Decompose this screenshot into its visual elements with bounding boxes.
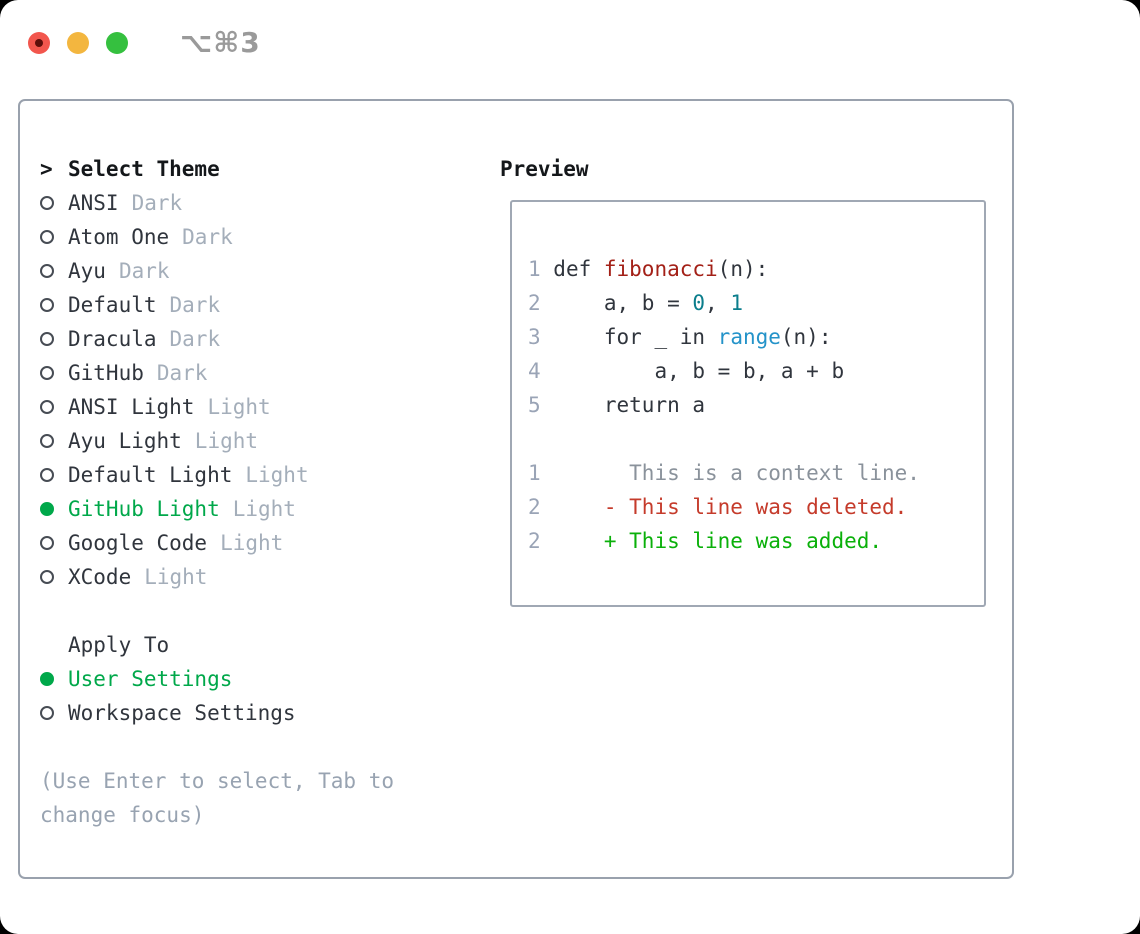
- radio-icon: [40, 434, 54, 448]
- theme-option-ansi-light[interactable]: ANSI Light Light: [40, 390, 500, 424]
- close-dot-icon: [35, 38, 43, 47]
- line-number: 3: [528, 325, 554, 349]
- radio-icon: [40, 264, 54, 278]
- theme-selector-panel: > Select Theme ANSI Dark Atom One Dark A…: [18, 99, 1014, 879]
- theme-option-dracula[interactable]: Dracula Dark: [40, 322, 500, 356]
- titlebar: ⌥⌘3: [28, 26, 261, 59]
- preview-label: Preview: [500, 157, 589, 181]
- theme-option-ayu[interactable]: Ayu Dark: [40, 254, 500, 288]
- preview-label-row: Preview: [500, 152, 1012, 186]
- zoom-button[interactable]: [106, 31, 128, 54]
- radio-icon: [40, 706, 54, 720]
- theme-option-xcode[interactable]: XCode Light: [40, 560, 500, 594]
- theme-option-atom-one[interactable]: Atom One Dark: [40, 220, 500, 254]
- line-number: 2: [528, 495, 554, 519]
- line-number: 4: [528, 359, 554, 383]
- preview-code-line: 3 for _ in range(n):: [528, 325, 832, 349]
- prompt-chevron-icon: >: [40, 157, 53, 181]
- radio-icon: [40, 536, 54, 550]
- radio-icon: [40, 298, 54, 312]
- radio-icon: [40, 230, 54, 244]
- apply-to-list: User Settings Workspace Settings: [40, 662, 500, 730]
- radio-icon: [40, 502, 54, 516]
- radio-icon: [40, 400, 54, 414]
- theme-option-github-light[interactable]: GitHub Light Light: [40, 492, 500, 526]
- theme-list-title-row: > Select Theme: [40, 152, 500, 186]
- preview-column: Preview 1 def fibonacci(n): 2 a, b = 0, 1…: [500, 152, 1012, 877]
- line-number: 2: [528, 291, 554, 315]
- preview-code-line: 1 This is a context line.: [528, 461, 920, 485]
- theme-option-default[interactable]: Default Dark: [40, 288, 500, 322]
- preview-code-line: 2 + This line was added.: [528, 529, 883, 553]
- apply-to-title: Apply To: [68, 633, 170, 657]
- theme-option-google-code[interactable]: Google Code Light: [40, 526, 500, 560]
- line-number: 2: [528, 529, 554, 553]
- code-preview-box: 1 def fibonacci(n): 2 a, b = 0, 1 3 for _ …: [510, 200, 986, 607]
- apply-option-user-settings[interactable]: User Settings: [40, 662, 500, 696]
- apply-option-workspace-settings[interactable]: Workspace Settings: [40, 696, 500, 730]
- theme-list: ANSI Dark Atom One Dark Ayu Dark Default…: [40, 186, 500, 594]
- radio-icon: [40, 468, 54, 482]
- radio-icon: [40, 366, 54, 380]
- radio-icon: [40, 570, 54, 584]
- theme-option-ayu-light[interactable]: Ayu Light Light: [40, 424, 500, 458]
- preview-code-line: 1 def fibonacci(n):: [528, 257, 769, 281]
- line-number: 5: [528, 393, 554, 417]
- radio-icon: [40, 672, 54, 686]
- theme-list-title: Select Theme: [68, 157, 220, 181]
- spacer: [40, 594, 500, 628]
- apply-to-title-row: Apply To: [40, 628, 500, 662]
- minimize-button[interactable]: [67, 31, 89, 54]
- line-number: 1: [528, 257, 554, 281]
- preview-code-line: [528, 422, 984, 456]
- theme-option-github[interactable]: GitHub Dark: [40, 356, 500, 390]
- line-number: 1: [528, 461, 554, 485]
- preview-code-line: 4 a, b = b, a + b: [528, 359, 845, 383]
- keyboard-hint-text: (Use Enter to select, Tab to change focu…: [40, 769, 395, 827]
- preview-code-line: 2 - This line was deleted.: [528, 495, 908, 519]
- close-button[interactable]: [28, 31, 50, 54]
- theme-list-column: > Select Theme ANSI Dark Atom One Dark A…: [40, 152, 500, 877]
- preview-code-line: 5 return a: [528, 393, 706, 417]
- radio-icon: [40, 332, 54, 346]
- preview-code-line: 2 a, b = 0, 1: [528, 291, 743, 315]
- keyboard-shortcut-label: ⌥⌘3: [180, 26, 261, 59]
- theme-option-ansi[interactable]: ANSI Dark: [40, 186, 500, 220]
- theme-option-default-light[interactable]: Default Light Light: [40, 458, 500, 492]
- radio-icon: [40, 196, 54, 210]
- line-number: [528, 427, 553, 451]
